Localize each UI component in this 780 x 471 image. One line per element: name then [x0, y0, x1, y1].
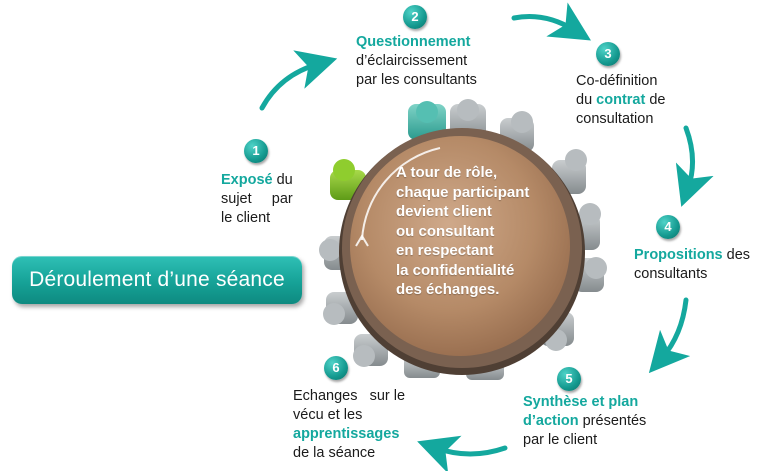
- arrow-4-to-5: [648, 297, 691, 374]
- step-5-text: présentés: [578, 413, 647, 429]
- center-message: A tour de rôle, chaque participant devie…: [396, 163, 546, 300]
- step-6-label: Echanges sur le vécu et les apprentissag…: [293, 387, 413, 463]
- step-3-text: du: [576, 92, 597, 108]
- center-line: chaque participant: [396, 183, 530, 201]
- center-line: la confidentialité: [396, 261, 515, 279]
- center-line: des échanges.: [396, 281, 500, 298]
- step-6-badge: 6: [324, 356, 348, 380]
- participant-figures: [319, 99, 607, 380]
- step-4-highlight: Propositions: [634, 247, 723, 263]
- step-4-label: Propositions des consultants: [634, 246, 774, 284]
- step-3-highlight: contrat: [596, 92, 646, 108]
- step-2-text: d’éclaircissement: [356, 53, 468, 69]
- step-3-label: Co-définition du contrat de consultation: [576, 72, 686, 129]
- step-6-text: de la séance: [293, 445, 376, 461]
- step-3-text: de: [645, 92, 666, 108]
- step-5-label: Synthèse et plan d’action présentés par …: [523, 393, 683, 450]
- step-1-text: le client: [221, 210, 271, 226]
- step-4-badge: 4: [656, 215, 680, 239]
- page-title: Déroulement d’une séance: [12, 256, 302, 304]
- center-line: devient client: [396, 203, 492, 220]
- step-6-text: vécu et les: [293, 407, 363, 423]
- step-1-text: sujet par: [221, 191, 293, 207]
- step-5-highlight: d’action: [523, 413, 579, 429]
- step-1-badge: 1: [244, 139, 268, 163]
- cycle-arrows: [259, 2, 714, 471]
- arrow-1-to-2: [259, 50, 338, 111]
- center-line: en respectant: [396, 242, 494, 259]
- step-5-text: par le client: [523, 432, 598, 448]
- step-6-text: Echanges sur le: [293, 388, 406, 404]
- arrow-5-to-6: [417, 435, 508, 471]
- arrow-3-to-4: [675, 125, 714, 207]
- step-5-badge: 5: [557, 367, 581, 391]
- step-3-badge: 3: [596, 42, 620, 66]
- step-5-highlight: Synthèse et plan: [523, 394, 639, 410]
- step-2-text: par les consultants: [356, 72, 477, 88]
- step-4-text: des: [722, 247, 751, 263]
- step-2-label: Questionnement d’éclaircissement par les…: [356, 33, 506, 90]
- center-line: A tour de rôle,: [396, 164, 498, 181]
- step-1-highlight: Exposé: [221, 172, 273, 188]
- step-2-highlight: Questionnement: [356, 34, 471, 50]
- step-3-text: consultation: [576, 111, 654, 127]
- step-4-text: consultants: [634, 266, 708, 282]
- step-6-highlight: apprentissages: [293, 426, 400, 442]
- arrow-2-to-3: [511, 2, 591, 41]
- participant-figure: [574, 257, 607, 292]
- step-1-text: du: [272, 172, 293, 188]
- round-table: [339, 128, 585, 375]
- step-2-badge: 2: [403, 5, 427, 29]
- step-3-text: Co-définition: [576, 73, 658, 89]
- center-line: ou consultant: [396, 222, 495, 240]
- step-1-label: Exposé du sujet par le client: [221, 171, 303, 228]
